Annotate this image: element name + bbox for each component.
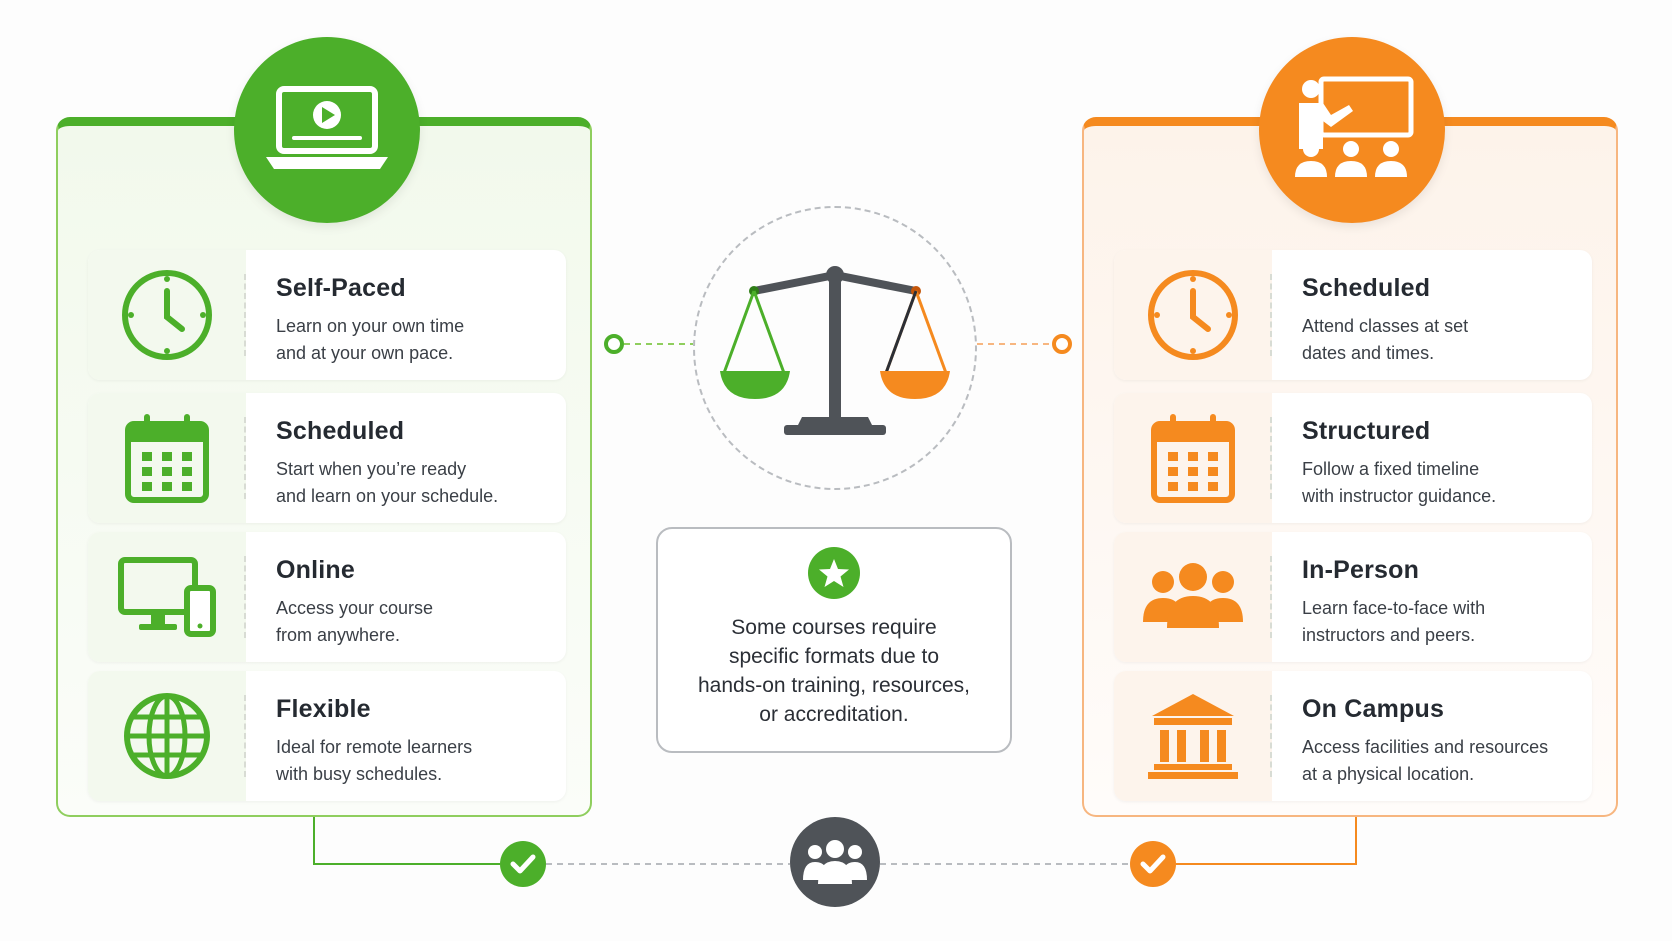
calendar-icon [1151,414,1235,503]
card-title: Scheduled [1302,274,1431,302]
card-title: In-Person [1302,556,1420,584]
calendar-icon [125,414,209,503]
star-icon [819,559,849,587]
left-check-badge [500,841,546,887]
group-icon [803,840,867,884]
people-group-icon [1143,563,1243,628]
right-check-badge [1130,841,1176,887]
card-title: Self-Paced [276,274,406,302]
clock-icon [1148,270,1238,360]
left-badge [234,37,420,223]
card-title: Online [276,556,355,584]
devices-icon [118,557,216,637]
card-title: Structured [1302,417,1431,445]
note-box: Some courses require specific formats du… [656,527,1012,753]
campus-building-icon [1148,694,1238,779]
bottom-group-badge [790,817,880,907]
clock-icon [122,270,212,360]
center-comparison-circle [693,206,977,490]
card-title: Scheduled [276,417,405,445]
laptop-play-icon [266,86,388,169]
note-text: Some courses require specific formats du… [698,616,970,726]
star-badge [808,547,860,599]
card-title: Flexible [276,695,371,723]
right-badge [1259,37,1445,223]
right-connector-node [1052,334,1072,354]
classroom-teacher-icon [1295,76,1414,177]
card-title: On Campus [1302,695,1445,723]
left-connector-node [604,334,624,354]
check-icon [510,854,536,874]
globe-icon [124,693,210,779]
check-icon [1140,854,1166,874]
balance-scale-icon [720,266,950,435]
card-on-campus: On Campus Access facilities and resource… [1114,671,1592,801]
